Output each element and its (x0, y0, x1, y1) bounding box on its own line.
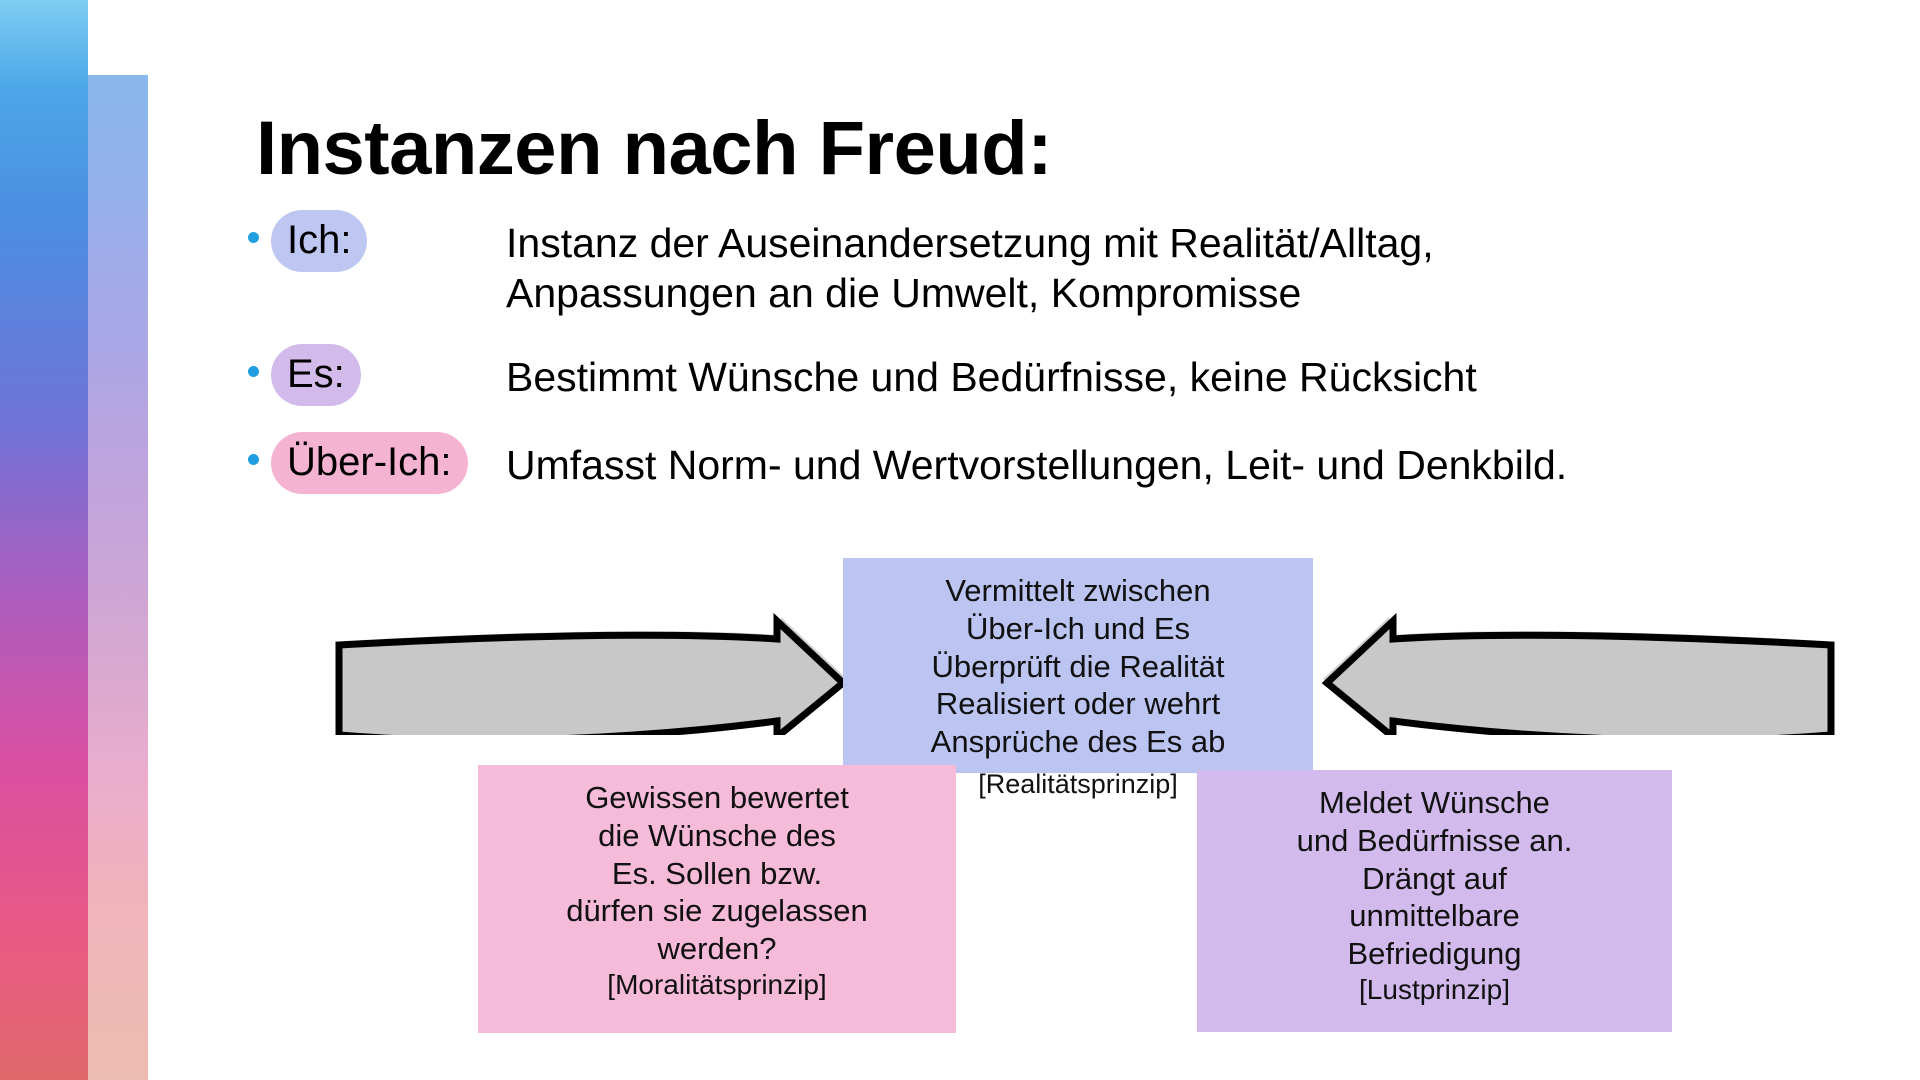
term-pill-label: Es: (271, 344, 361, 407)
box-line: Überprüft die Realität (931, 648, 1225, 684)
box-line: Meldet Wünsche (1319, 785, 1550, 820)
box-line: Vermittelt zwischen (945, 573, 1211, 608)
description-line: Anpassungen an die Umwelt, Kompromisse (506, 270, 1302, 317)
list-item: Ich: Instanz der Auseinandersetzung mit … (248, 210, 1888, 318)
box-line: Ansprüche des Es ab (930, 724, 1226, 760)
bullet-description-es: Bestimmt Wünsche und Bedürfnisse, keine … (506, 344, 1888, 402)
bullet-description-ueber-ich: Umfasst Norm- und Wertvorstellungen, Lei… (506, 432, 1888, 490)
diagram-box-ueber-ich: Gewissen bewertet die Wünsche des Es. So… (478, 765, 956, 1033)
box-line: Es. Sollen bzw. (611, 855, 823, 891)
box-line: Gewissen bewertet (585, 780, 849, 815)
term-pill-label: Über-Ich: (271, 432, 468, 495)
arrow-right-pointing-icon (335, 612, 849, 735)
sidebar-gradient-decoration (0, 0, 185, 1080)
sidebar-gradient-bar-overlay (88, 75, 148, 1080)
description-line: Bestimmt Wünsche und Bedürfnisse, keine … (506, 354, 1477, 401)
box-line: dürfen sie zugelassen (566, 893, 868, 929)
bullet-description-ich: Instanz der Auseinandersetzung mit Reali… (506, 210, 1888, 318)
bullet-term-es: Es: (271, 344, 506, 407)
bullet-term-ueber-ich: Über-Ich: (271, 432, 506, 495)
diagram-box-es: Meldet Wünsche und Bedürfnisse an. Dräng… (1197, 770, 1672, 1032)
bullet-dot-icon (248, 454, 259, 466)
list-item: Über-Ich: Umfasst Norm- und Wertvorstell… (248, 432, 1888, 495)
list-item: Es: Bestimmt Wünsche und Bedürfnisse, ke… (248, 344, 1888, 407)
diagram-box-ich-principle: [Realitätsprinzip] (978, 769, 1178, 799)
diagram-box-ich: Vermittelt zwischen Über-Ich und Es Über… (843, 558, 1313, 773)
diagram-box-es-principle: [Lustprinzip] (1359, 974, 1510, 1006)
diagram-box-ueber-ich-principle: [Moralitätsprinzip] (607, 969, 827, 1001)
page-title: Instanzen nach Freud: (256, 105, 1053, 191)
box-line: Über-Ich und Es (966, 610, 1190, 646)
bullet-dot-icon (248, 366, 259, 378)
bullet-term-ich: Ich: (271, 210, 506, 272)
bullet-dot-icon (248, 232, 259, 243)
arrow-left-pointing-icon (1321, 612, 1835, 735)
box-line: unmittelbare (1349, 898, 1520, 934)
term-pill-label: Ich: (271, 210, 368, 272)
box-line: Realisiert oder wehrt (935, 686, 1221, 722)
description-line: Umfasst Norm- und Wertvorstellungen, Lei… (506, 442, 1568, 489)
box-line: werden? (657, 931, 777, 967)
box-line: Befriedigung (1347, 936, 1522, 972)
sidebar-gradient-bar-primary (0, 0, 88, 1080)
box-line: Drängt auf (1362, 860, 1507, 896)
box-line: und Bedürfnisse an. (1296, 822, 1573, 858)
box-line: die Wünsche des (598, 817, 836, 853)
bullet-list: Ich: Instanz der Auseinandersetzung mit … (248, 210, 1888, 520)
description-line: Instanz der Auseinandersetzung mit Reali… (506, 220, 1434, 266)
